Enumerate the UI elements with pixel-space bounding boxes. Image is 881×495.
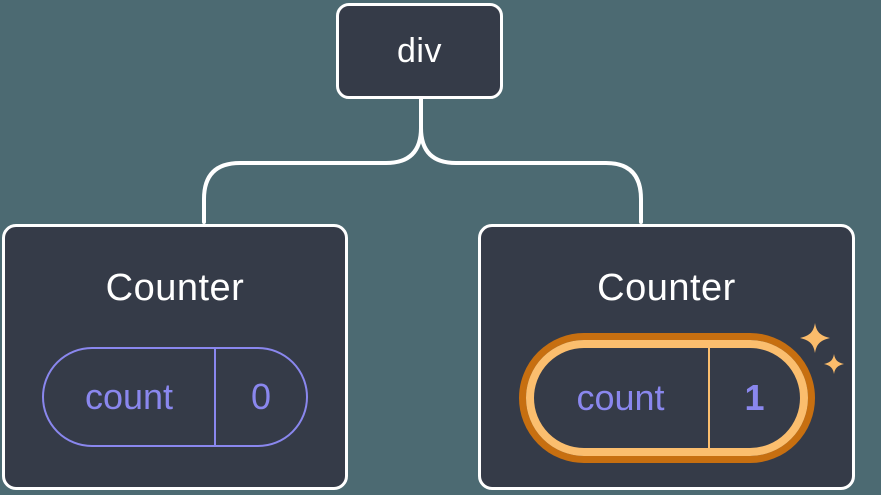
counter-card-right: Counter count 1 <box>478 224 855 490</box>
counter-title: Counter <box>597 267 736 309</box>
state-value: 0 <box>250 375 272 417</box>
highlight-ring-inner: count 1 <box>525 339 808 456</box>
highlight-ring: count 1 <box>518 332 815 463</box>
state-key-label: count <box>534 347 710 448</box>
connector-left-branch <box>202 97 423 224</box>
state-pill-highlighted: count 1 <box>534 347 800 448</box>
counter-card-left: Counter count 0 <box>2 224 348 490</box>
connector-right-branch <box>419 97 643 224</box>
state-key-label: count <box>44 348 216 445</box>
counter-title: Counter <box>105 267 245 309</box>
state-pill: count 0 <box>42 346 308 447</box>
root-node-div: div <box>336 3 503 99</box>
root-node-label: div <box>397 31 442 70</box>
state-value: 1 <box>744 376 765 418</box>
